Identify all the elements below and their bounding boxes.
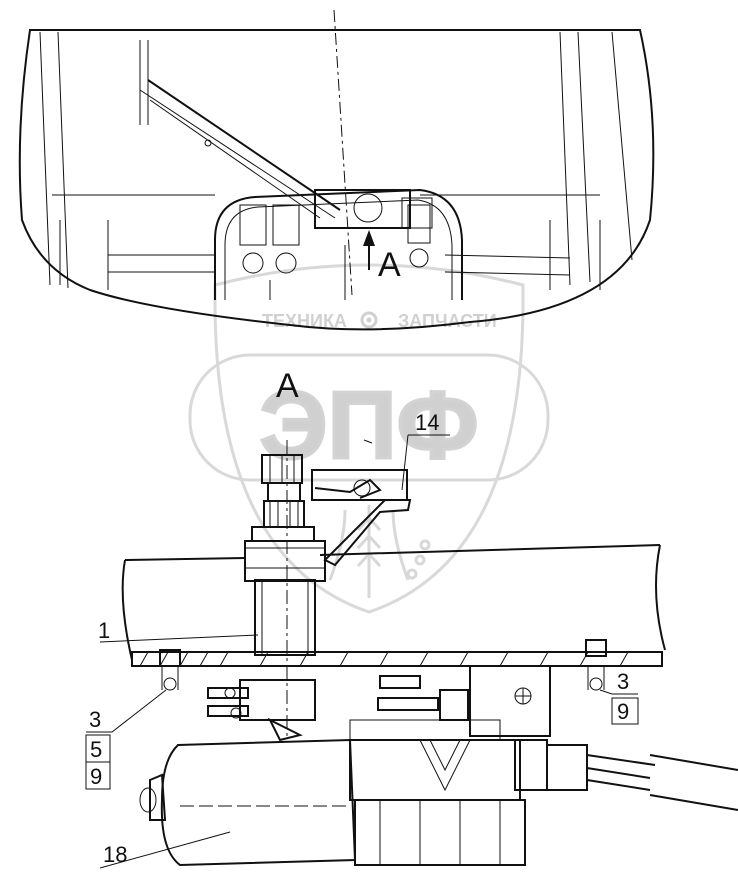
detail-view-title: A [276, 367, 299, 405]
callout-label-18: 18 [103, 842, 127, 867]
callout-left-9: 9 [90, 764, 102, 789]
callout-stack-left: 3 5 9 [85, 689, 167, 790]
callout-left-5: 5 [90, 737, 102, 762]
view-marker-a: A [378, 246, 401, 284]
watermark-logo: ТЕХНИКА ЗАПЧАСТИ ЭПФ [188, 263, 550, 614]
watermark-monogram: ЭПФ [259, 372, 478, 479]
cab-top-view: A [18, 9, 655, 331]
callout-label-14: 14 [415, 410, 439, 435]
callout-right-3: 3 [617, 669, 629, 694]
callout-14: 14 [401, 410, 450, 491]
callout-label-1: 1 [98, 618, 110, 643]
detail-view-a: A [121, 367, 738, 867]
callout-left-3: 3 [89, 707, 101, 732]
callout-stack-right: 3 9 [599, 669, 639, 725]
callout-18: 18 [99, 831, 231, 869]
watermark-tagline-left: ТЕХНИКА [262, 311, 347, 331]
callout-right-9: 9 [617, 699, 629, 724]
callout-1: 1 [98, 618, 259, 643]
gear-icon [360, 311, 378, 329]
